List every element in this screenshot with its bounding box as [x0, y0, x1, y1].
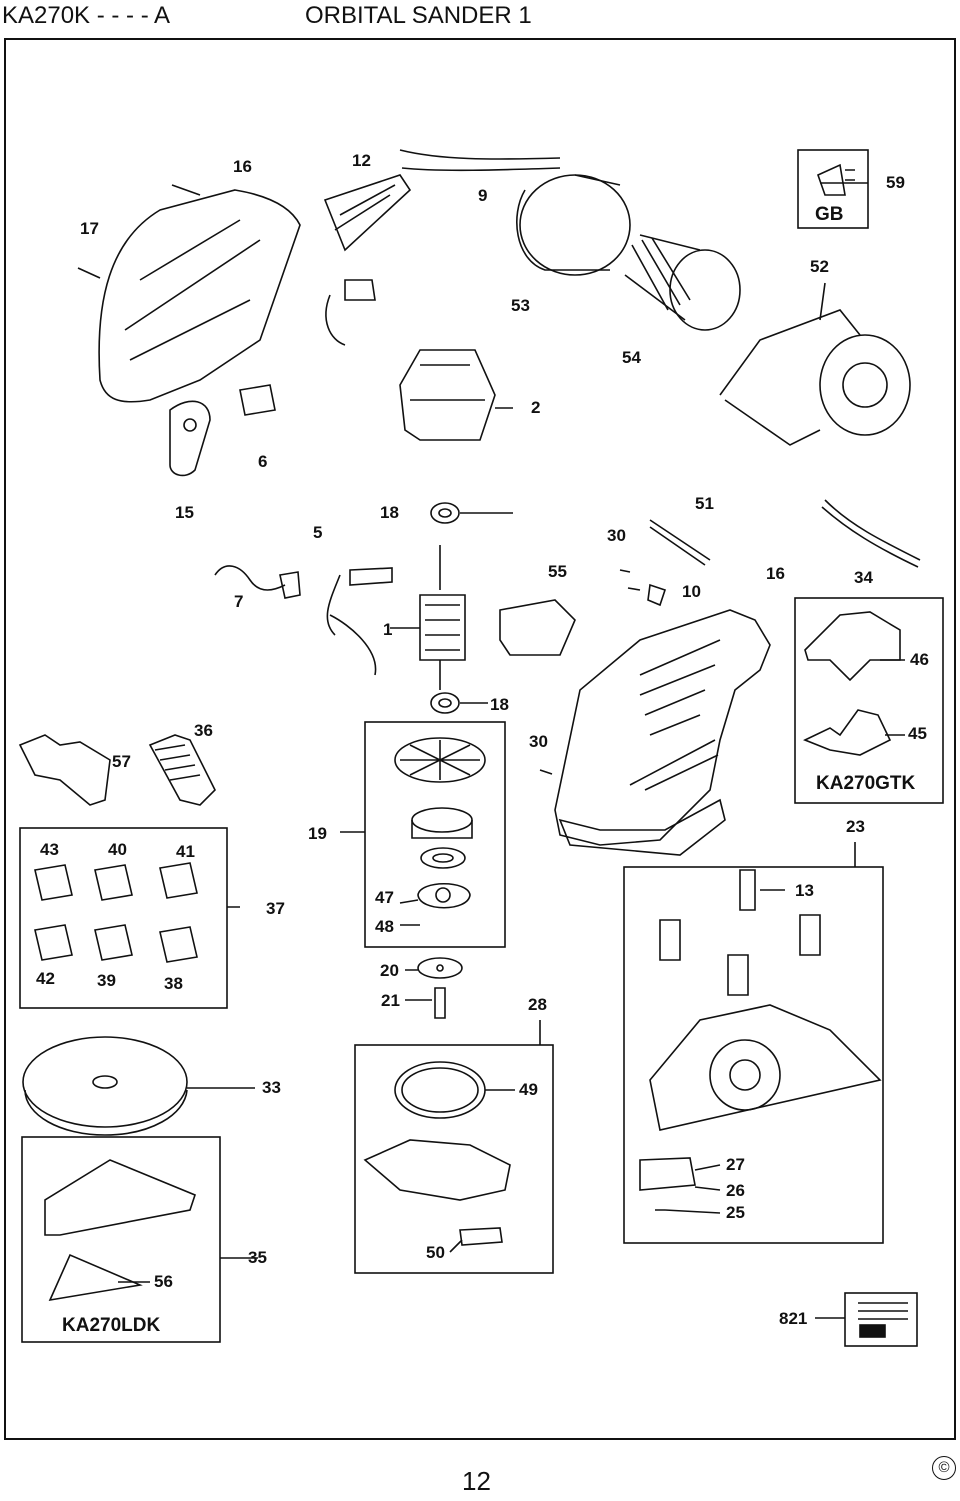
- part-label-49: 49: [519, 1080, 538, 1099]
- part-label-5: 5: [313, 523, 323, 542]
- warning-label-part: [844, 1292, 918, 1347]
- part-label-9: 9: [478, 186, 488, 205]
- document-title: ORBITAL SANDER 1: [305, 2, 532, 29]
- part-label-42: 42: [36, 969, 55, 988]
- part-label-57: 57: [112, 752, 131, 771]
- part-label-23: 23: [846, 817, 865, 836]
- armature-part: [419, 545, 466, 690]
- part-label-26: 26: [726, 1181, 745, 1200]
- power-cord: [399, 149, 561, 172]
- part-label-6: 6: [258, 452, 268, 471]
- sanding-base-part: [649, 1004, 882, 1131]
- part-label-16: 16: [233, 157, 252, 176]
- part-label-46: 46: [910, 650, 929, 669]
- ldk-box: [21, 1136, 221, 1343]
- part-label-10: 10: [682, 582, 701, 601]
- part-label-30-top: 30: [607, 526, 626, 545]
- plug-region-label: GB: [815, 204, 844, 225]
- part-label-48: 48: [375, 917, 394, 936]
- bracket-part: [499, 599, 576, 656]
- base-box: [623, 866, 884, 1244]
- part-label-35: 35: [248, 1248, 267, 1267]
- part-label-47: 47: [375, 888, 394, 907]
- part-label-54: 54: [622, 348, 641, 367]
- strain-relief-part: [323, 174, 412, 252]
- gtk-box: [794, 597, 944, 804]
- part-label-40: 40: [108, 840, 127, 859]
- part-label-17: 17: [80, 219, 99, 238]
- part-label-53: 53: [511, 296, 530, 315]
- part-label-19: 19: [308, 824, 327, 843]
- part-label-20: 20: [380, 961, 399, 980]
- document-model-code: KA270K - - - - A: [2, 2, 171, 29]
- part-label-34: 34: [854, 568, 873, 587]
- part-label-43: 43: [40, 840, 59, 859]
- part-label-38: 38: [164, 974, 183, 993]
- part-label-45: 45: [908, 724, 927, 743]
- dust-filter-part: [624, 234, 701, 321]
- part-label-56: 56: [154, 1272, 173, 1291]
- page-frame: [4, 38, 956, 1440]
- part-label-15: 15: [175, 503, 194, 522]
- part-label-27: 27: [726, 1155, 745, 1174]
- fan-box: [364, 721, 506, 948]
- part-label-41: 41: [176, 842, 195, 861]
- switch-part: [169, 400, 211, 477]
- part-label-2: 2: [531, 398, 541, 417]
- part-label-821: 821: [779, 1309, 808, 1328]
- part-label-18-top: 18: [380, 503, 399, 522]
- seal-box: [354, 1044, 554, 1274]
- part-label-12: 12: [352, 151, 371, 170]
- strip-part: [649, 519, 711, 566]
- sanding-pad-part: [22, 1036, 188, 1128]
- housing-half-part: [98, 189, 301, 403]
- pads-box: [19, 827, 228, 1009]
- part-label-51: 51: [695, 494, 714, 513]
- part-label-59: 59: [886, 173, 905, 192]
- copyright-mark: ©: [932, 1456, 956, 1480]
- grip-part: [148, 734, 216, 806]
- dust-canister-part: [719, 309, 861, 446]
- part-label-30-bottom: 30: [529, 732, 548, 751]
- part-label-1: 1: [383, 620, 393, 639]
- part-label-13: 13: [795, 881, 814, 900]
- ldk-region-label: KA270LDK: [62, 1315, 161, 1336]
- part-label-52: 52: [810, 257, 829, 276]
- part-label-37: 37: [266, 899, 285, 918]
- housing-assembled-part: [554, 609, 771, 846]
- gtk-region-label: KA270GTK: [816, 773, 916, 794]
- wire-part: [214, 565, 301, 599]
- part-label-50: 50: [426, 1243, 445, 1262]
- part-label-25: 25: [726, 1203, 745, 1222]
- part-label-7: 7: [234, 592, 244, 611]
- part-label-55: 55: [548, 562, 567, 581]
- part-label-16-assembled: 16: [766, 564, 785, 583]
- part-label-39: 39: [97, 971, 116, 990]
- part-label-21: 21: [381, 991, 400, 1010]
- motor-stator-part: [399, 349, 496, 441]
- dust-tube-part: [519, 174, 631, 276]
- part-label-28: 28: [528, 995, 547, 1014]
- part-label-18-bottom: 18: [490, 695, 509, 714]
- part-label-36: 36: [194, 721, 213, 740]
- clamp-part: [18, 734, 111, 806]
- page-number: 12: [462, 1466, 491, 1496]
- plug-box: [797, 149, 869, 229]
- part-label-33: 33: [262, 1078, 281, 1097]
